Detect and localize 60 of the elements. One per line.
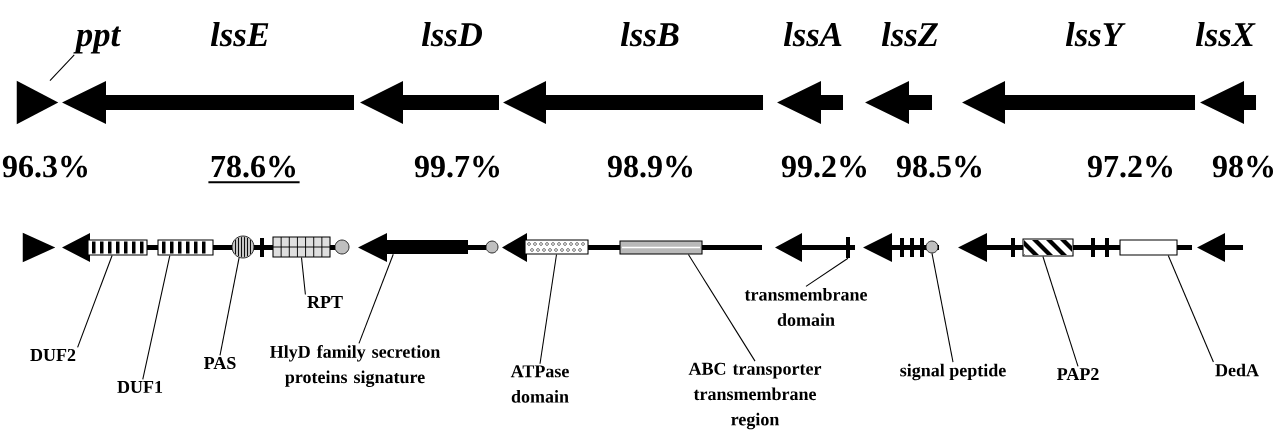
percent-label: 98.5% [896,155,981,178]
percent-label: 98% [1212,155,1273,178]
domain-label: RPT [307,296,343,308]
tick-mark [846,237,850,258]
percent-label: 99.2% [781,155,866,178]
leader-line [142,255,171,380]
gene-name: lssB [620,21,679,47]
gene-name: ppt [73,26,121,54]
domain-label: HlyD family secretion proteins signature [270,345,441,387]
leader-line [805,257,849,287]
gene-name: lssZ [881,21,939,47]
striped-circle [231,235,255,259]
gene-symbol [16,80,59,125]
gene-name: lssY [1065,21,1126,47]
gene-symbol [962,81,1195,124]
gene-symbol [775,233,855,262]
gene-symbol [503,81,763,124]
gene-name: lssE [210,21,269,47]
gene-symbol [865,81,932,124]
shaded-box [619,240,703,255]
domain-label: signal peptide [900,363,1006,381]
gene-symbol [22,232,56,263]
gene-symbol [777,81,843,124]
leader-line [219,257,240,356]
leader-line [49,54,75,82]
domain-label: ATPase domain [510,365,569,403]
gene-name: lssA [783,21,842,47]
gene-symbol [1200,81,1256,124]
gene-symbol [62,81,354,124]
leader-line [77,255,113,348]
domain-label: DUF1 [117,381,163,394]
percent-label: 97.2% [1087,155,1172,178]
gene-name: lssD [421,21,482,47]
percent-label: 78.6% [207,155,301,184]
thick-bar [387,240,468,254]
leader-line [931,252,954,363]
leader-line [687,254,756,362]
grid-box [272,236,331,258]
percent-label: 99.7% [414,155,499,178]
leader-line [539,254,558,365]
domain-label: DUF2 [30,348,76,362]
percent-label: 98.9% [607,155,692,178]
open-box [1119,239,1178,256]
leader-line [1167,255,1214,363]
leader-line [358,253,394,344]
leader-line [1042,256,1079,367]
percent-label: 96.3% [2,155,87,178]
dotted-box [524,239,589,255]
domain-label: PAS [204,356,236,370]
domain-label: PAP2 [1057,368,1099,380]
hatched-box [1022,238,1074,257]
gene-symbol [360,81,499,124]
domain-label: ABC transporter transmembrane region [688,362,822,430]
domain-label: DedA [1215,363,1259,377]
striped-box [87,239,148,256]
domain-label: transmembrane domain [744,288,868,326]
gene-symbol [1197,233,1243,262]
gene-name: lssX [1195,21,1256,47]
leader-line [300,257,306,296]
striped-box [157,239,214,256]
